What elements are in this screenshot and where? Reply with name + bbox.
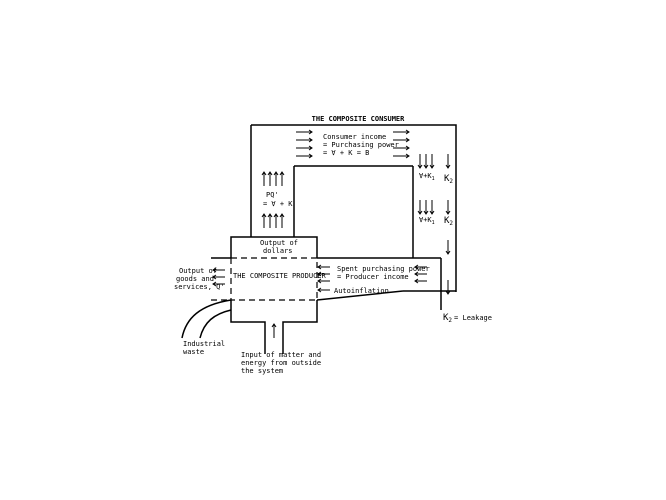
v-k1-down-arrow-lower (417, 200, 423, 215)
autoinflation-arrow (317, 287, 330, 293)
income-arrow-left-group (296, 153, 313, 159)
output-goods-line-3: services, Q' (174, 283, 225, 291)
spent-power-line-2: = Producer income (337, 273, 409, 281)
k2-down-arrow-3 (445, 240, 451, 255)
output-goods-arrow (212, 267, 225, 273)
industrial-waste-line-2: waste (183, 348, 204, 356)
k2-leakage-label: K2= Leakage (443, 313, 492, 324)
pq-equation: = ∀ + K (263, 200, 293, 208)
pq-up-arrow-lower (273, 213, 279, 228)
consumer-title: THE COMPOSITE CONSUMER (312, 115, 406, 123)
v-plus-k1-label-lower: ∀+K1 (419, 216, 435, 226)
input-matter-line-2: energy from outside (241, 359, 321, 367)
k2-label-lower: K2 (444, 216, 453, 227)
spent-power-arrow-right (414, 278, 427, 284)
k2-down-arrow-4 (445, 280, 451, 295)
input-matter-line-1: Input of matter and (241, 351, 321, 359)
k2-down-arrow-2 (445, 200, 451, 215)
pq-up-arrow-lower (267, 213, 273, 228)
consumer-income-line-1: Consumer income (323, 133, 386, 141)
pq-up-arrow-lower (261, 213, 267, 228)
output-goods-line-1: Output of (179, 267, 217, 275)
v-plus-k1-label-upper: ∀+K1 (419, 172, 435, 182)
income-arrow-right-group (393, 145, 410, 151)
spent-power-line-1: Spent purchasing power (337, 265, 430, 273)
v-k1-down-arrow-upper (423, 154, 429, 169)
producer-dashed-box (230, 257, 318, 301)
flow-arrows (212, 129, 451, 338)
v-k1-down-arrow-lower (429, 200, 435, 215)
output-goods-arrow (212, 281, 225, 287)
industrial-waste-line-1: Industrial (183, 340, 225, 348)
income-arrow-right-group (393, 153, 410, 159)
k2-label-upper: K2 (444, 174, 453, 185)
pq-label: PQ' (266, 191, 279, 199)
spent-power-arrow-left (317, 271, 330, 277)
income-arrow-right-group (393, 137, 410, 143)
income-arrow-left-group (296, 137, 313, 143)
spent-power-arrow-right (414, 264, 427, 270)
pq-up-arrow-lower (279, 213, 285, 228)
spent-power-arrow-left (317, 264, 330, 270)
income-arrow-left-group (296, 145, 313, 151)
producer-title: THE COMPOSITE PRODUCER (233, 272, 327, 280)
output-dollars-line-2: dollars (263, 247, 293, 255)
pq-up-arrow-upper (267, 171, 273, 186)
pq-up-arrow-upper (279, 171, 285, 186)
spent-power-arrow-left (317, 278, 330, 284)
input-matter-arrow (271, 323, 277, 338)
k2-down-arrow-1 (445, 154, 451, 169)
input-matter-line-3: the system (241, 367, 283, 375)
autoinflation-label: Autoinflation (334, 287, 389, 295)
v-k1-down-arrow-lower (423, 200, 429, 215)
output-goods-arrow (212, 274, 225, 280)
v-k1-down-arrow-upper (429, 154, 435, 169)
structure-lines (181, 124, 457, 354)
consumer-income-line-3: = ∀ + K = B (323, 149, 369, 157)
v-k1-down-arrow-upper (417, 154, 423, 169)
consumer-income-line-2: = Purchasing power (323, 141, 399, 149)
spent-power-arrow-right (414, 271, 427, 277)
output-dollars-line-1: Output of (260, 239, 298, 247)
pq-up-arrow-upper (261, 171, 267, 186)
income-arrow-right-group (393, 129, 410, 135)
income-arrow-left-group (296, 129, 313, 135)
pq-up-arrow-upper (273, 171, 279, 186)
output-goods-line-2: goods and (176, 275, 214, 283)
